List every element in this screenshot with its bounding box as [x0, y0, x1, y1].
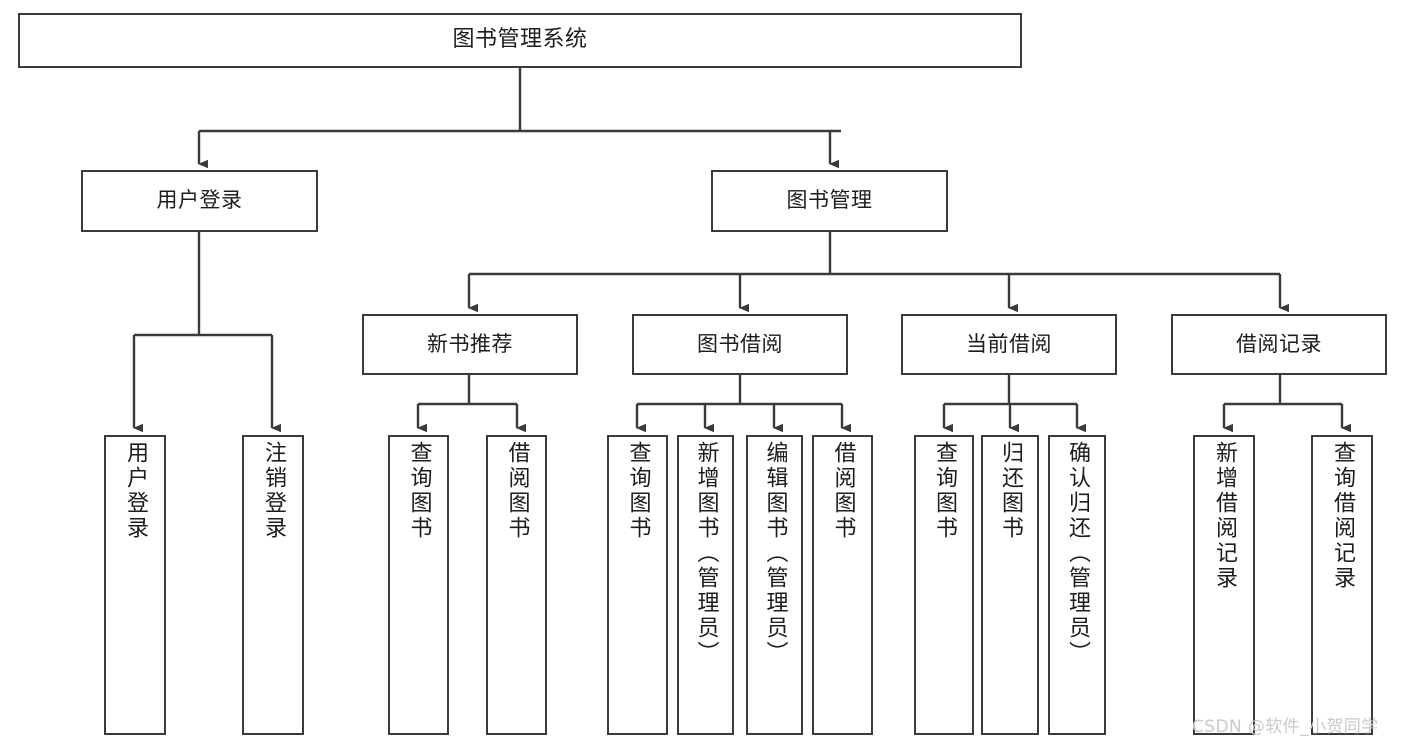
node-user-login[interactable]: 用户登录: [81, 170, 318, 232]
leaf-borrow-add-book-admin[interactable]: 新增图书（管理员）: [677, 435, 734, 735]
node-label: 新书推荐: [427, 331, 513, 356]
node-borrow-record[interactable]: 借阅记录: [1171, 314, 1387, 375]
leaf-logout[interactable]: 注销登录: [242, 435, 304, 735]
node-label: 查询图书: [625, 441, 651, 541]
leaf-current-return-book[interactable]: 归还图书: [981, 435, 1039, 735]
node-label: 注销登录: [261, 441, 286, 541]
node-book-management[interactable]: 图书管理: [711, 170, 948, 232]
node-label: 用户登录: [123, 441, 148, 541]
node-label: 借阅图书: [830, 441, 856, 541]
node-label: 借阅记录: [1236, 331, 1322, 356]
leaf-newbook-query-book[interactable]: 查询图书: [388, 435, 449, 735]
node-root-system[interactable]: 图书管理系统: [18, 13, 1022, 68]
node-label: 图书管理: [786, 188, 873, 213]
node-label: 新增图书（管理员）: [693, 441, 719, 666]
node-label: 当前借阅: [966, 331, 1052, 356]
node-label: 查询借阅记录: [1330, 441, 1355, 591]
leaf-user-login[interactable]: 用户登录: [104, 435, 166, 735]
leaf-newbook-borrow-book[interactable]: 借阅图书: [486, 435, 547, 735]
node-label: 查询图书: [932, 441, 957, 541]
node-label: 用户登录: [156, 188, 243, 213]
node-label: 新增借阅记录: [1212, 441, 1237, 591]
node-current-borrow[interactable]: 当前借阅: [901, 314, 1117, 375]
leaf-borrow-borrow-book[interactable]: 借阅图书: [812, 435, 873, 735]
leaf-borrow-query-book[interactable]: 查询图书: [607, 435, 668, 735]
leaf-borrow-edit-book-admin[interactable]: 编辑图书（管理员）: [746, 435, 803, 735]
node-label: 图书管理系统: [452, 27, 588, 53]
node-new-book-recommend[interactable]: 新书推荐: [362, 314, 578, 375]
csdn-watermark: CSDN @软件_小贺同学: [1192, 717, 1379, 737]
node-label: 借阅图书: [504, 441, 530, 541]
leaf-current-query-book[interactable]: 查询图书: [914, 435, 974, 735]
node-label: 归还图书: [998, 441, 1023, 541]
node-book-borrow[interactable]: 图书借阅: [632, 314, 848, 375]
leaf-record-query-record[interactable]: 查询借阅记录: [1311, 435, 1373, 735]
node-label: 图书借阅: [697, 331, 783, 356]
node-label: 编辑图书（管理员）: [762, 441, 788, 666]
node-label: 查询图书: [406, 441, 432, 541]
leaf-record-add-record[interactable]: 新增借阅记录: [1193, 435, 1255, 735]
node-label: 确认归还（管理员）: [1065, 441, 1090, 666]
leaf-current-confirm-return-admin[interactable]: 确认归还（管理员）: [1048, 435, 1106, 735]
